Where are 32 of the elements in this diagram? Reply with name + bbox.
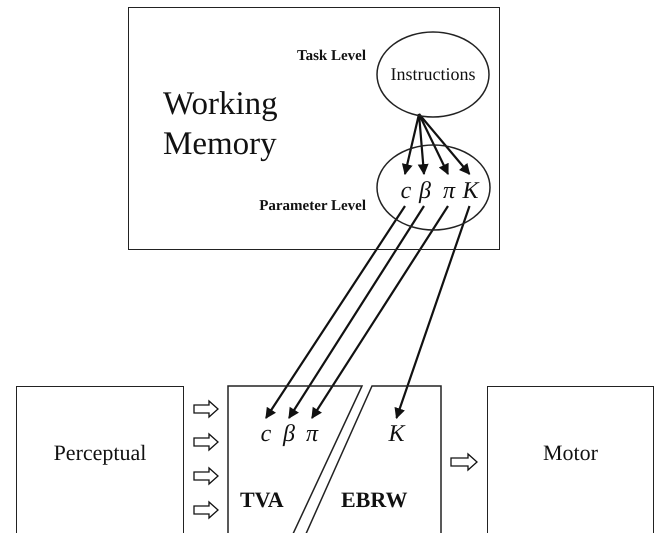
process-box: [16, 386, 184, 533]
arrow: [418, 114, 429, 176]
parameter-symbol: π: [304, 422, 320, 446]
arrow: [265, 205, 406, 419]
arrow: [418, 113, 470, 175]
parameter-symbol: π: [441, 179, 457, 203]
arrow: [288, 205, 425, 419]
parameter-symbol: K: [462, 179, 479, 203]
node-label: Motor: [543, 440, 598, 466]
parameter-symbol: β: [281, 422, 297, 446]
node-label: Instructions: [390, 64, 476, 85]
node-label: EBRW: [341, 487, 408, 513]
hollow-arrow: [193, 466, 219, 486]
process-box: [487, 386, 654, 533]
node-label: TVA: [240, 487, 284, 513]
memory-box: [128, 7, 500, 250]
level-label: Task Level: [296, 48, 366, 65]
arrow: [394, 206, 471, 420]
parameter-symbol: K: [388, 422, 405, 446]
arrow: [418, 114, 449, 175]
hollow-arrow: [193, 400, 219, 418]
parameter-symbol: c: [259, 422, 273, 446]
hollow-arrow: [193, 500, 219, 520]
hollow-arrow: [193, 432, 219, 452]
hollow-arrow: [450, 452, 478, 472]
box-title: Working Memory: [163, 85, 279, 164]
arrow: [402, 114, 420, 176]
level-label: Parameter Level: [259, 198, 366, 215]
node-label: Perceptual: [54, 440, 146, 466]
parameter-symbol: β: [417, 179, 433, 203]
parameter-symbol: c: [399, 179, 413, 203]
arrow: [311, 205, 449, 419]
